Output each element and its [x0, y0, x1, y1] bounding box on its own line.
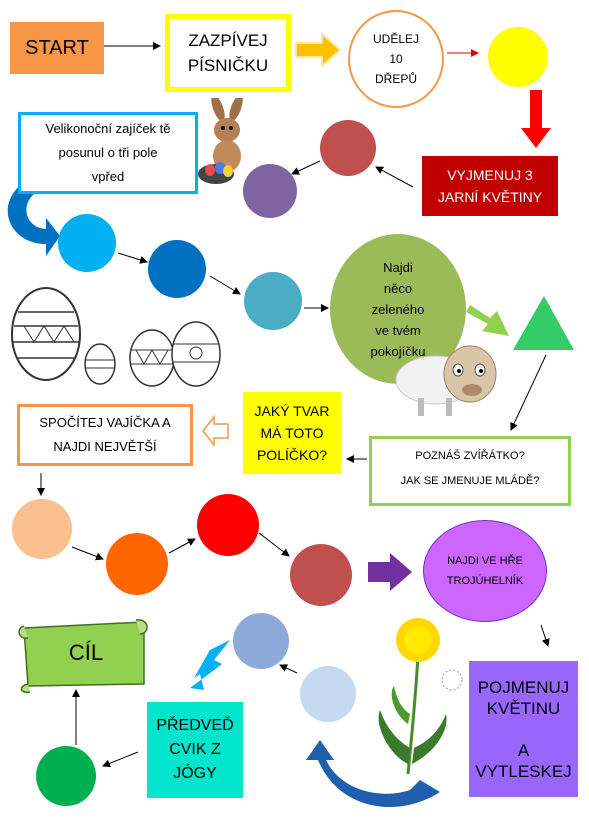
arrow-icon — [291, 160, 321, 175]
spring-flowers-box[interactable]: VYJMENUJ 3 JARNÍ KVĚTINY — [422, 156, 558, 216]
start-box[interactable]: START — [10, 22, 104, 74]
squats-circle[interactable]: UDĚLEJ 10 DŘEPŮ — [348, 10, 444, 108]
arrow-icon — [209, 275, 241, 295]
sing-box[interactable]: ZAZPÍVEJ PÍSNIČKU — [165, 14, 291, 92]
spring-flowers-label: VYJMENUJ 3 JARNÍ KVĚTINY — [437, 167, 543, 205]
yoga-box[interactable]: PŘEDVEĎ CVIK Z JÓGY — [147, 702, 243, 798]
game-field[interactable] — [233, 613, 289, 669]
egg-icon — [84, 343, 116, 385]
eggs-illustration — [11, 287, 221, 387]
bunny-icon — [198, 98, 243, 184]
squats-label: UDĚLEJ 10 DŘEPŮ — [372, 32, 419, 86]
arrow-icon — [295, 31, 342, 69]
sheep-icon — [395, 345, 497, 416]
yoga-label: PŘEDVEĎ CVIK Z JÓGY — [156, 717, 234, 782]
egg-icon — [171, 321, 221, 387]
game-field[interactable] — [106, 533, 168, 595]
animal-question-young: JAK SE JMENUJE MLÁDĚ? — [400, 475, 540, 487]
game-field[interactable] — [290, 544, 352, 606]
count-eggs-box[interactable]: SPOČÍTEJ VAJÍČKA A NAJDI NEJVĚTŠÍ — [17, 404, 193, 466]
arrow-icon — [540, 624, 550, 647]
game-field[interactable] — [488, 27, 548, 87]
start-label: START — [25, 36, 89, 59]
arrow-icon — [117, 252, 148, 264]
arrow-icon — [279, 664, 298, 674]
triangle-game-ellipse[interactable]: NAJDI VE HŘE TROJÚHELNÍK — [423, 520, 547, 622]
triangle-icon — [513, 296, 574, 350]
arrow-icon — [202, 414, 229, 448]
finish-scroll[interactable] — [18, 614, 154, 694]
flower-name-box[interactable]: POJMENUJ KVĚTINU A VYTLESKEJ — [469, 661, 578, 797]
arrow-icon — [102, 751, 139, 768]
bunny-label: Velikonoční zajíček tě posunul o tři pol… — [45, 121, 171, 184]
bunny-box[interactable]: Velikonoční zajíček tě posunul o tři pol… — [18, 112, 198, 194]
game-field[interactable] — [148, 240, 206, 298]
green-thing-label: Najdi něco zeleného ve tvém pokojíčku — [370, 259, 426, 359]
arrow-icon — [368, 553, 412, 591]
dandelion-icon — [378, 618, 463, 774]
arrow-icon — [168, 538, 196, 554]
arrow-icon — [510, 354, 547, 431]
game-field[interactable] — [244, 272, 302, 330]
shape-box[interactable]: JAKÝ TVAR MÁ TOTO POLÍČKO? — [243, 392, 341, 474]
arrow-icon — [466, 305, 509, 336]
u-turn-arrow-icon — [306, 740, 440, 808]
u-turn-arrow-icon — [7, 184, 61, 256]
game-field[interactable] — [320, 120, 376, 176]
game-field[interactable] — [36, 746, 96, 806]
game-field[interactable] — [197, 494, 259, 556]
arrow-icon — [71, 546, 104, 561]
game-field[interactable] — [243, 164, 297, 218]
arrow-icon — [375, 166, 414, 188]
count-eggs-label: SPOČÍTEJ VAJÍČKA A NAJDI NEJVĚTŠÍ — [39, 415, 171, 454]
flower-name-label: POJMENUJ KVĚTINU A VYTLESKEJ — [475, 677, 572, 781]
arrow-icon — [258, 532, 290, 557]
arrow-icon — [521, 90, 551, 148]
triangle-game-label: NAJDI VE HŘE TROJÚHELNÍK — [446, 555, 524, 587]
shape-label: JAKÝ TVAR MÁ TOTO POLÍČKO? — [254, 403, 330, 463]
game-field[interactable] — [58, 214, 116, 272]
game-field[interactable] — [12, 499, 72, 559]
game-field[interactable] — [300, 666, 356, 722]
arrow-icon — [190, 640, 230, 690]
sing-label: ZAZPÍVEJ PÍSNIČKU — [187, 31, 269, 75]
finish-label: CÍL — [68, 640, 104, 665]
animal-box[interactable]: POZNÁŠ ZVÍŘÁTKO? JAK SE JMENUJE MLÁDĚ? — [369, 436, 571, 506]
egg-icon — [129, 329, 175, 387]
egg-icon — [11, 287, 81, 381]
animal-question: POZNÁŠ ZVÍŘÁTKO? — [415, 450, 525, 462]
